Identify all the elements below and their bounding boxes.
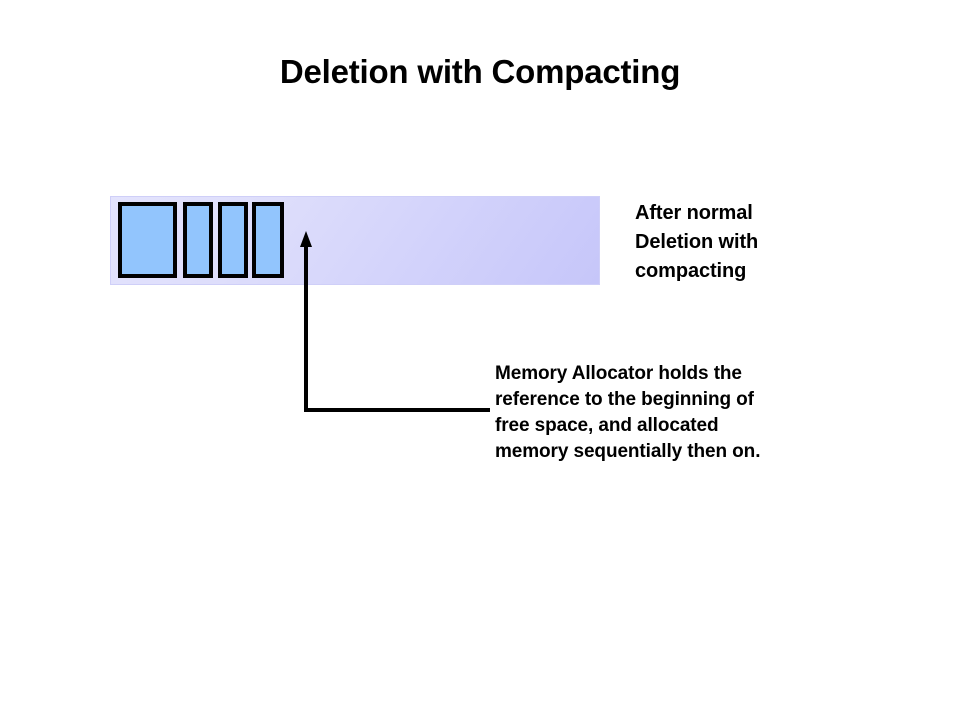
after-deletion-label: After normal Deletion with compacting: [635, 199, 935, 286]
after-deletion-label-line-3: compacting: [635, 260, 747, 282]
allocated-block-1: [118, 202, 177, 278]
after-deletion-label-line-1: After normal: [635, 202, 753, 224]
allocated-block-2: [183, 202, 213, 278]
allocator-caption-line-4: memory sequentially then on.: [495, 441, 761, 462]
free-space-pointer-arrow: [300, 231, 490, 412]
after-deletion-label-line-2: Deletion with: [635, 231, 759, 253]
page-title-normal: Deletion with: [279, 53, 492, 90]
page-title: Deletion with Compacting: [0, 52, 960, 92]
allocator-caption-line-3: free space, and allocated: [495, 415, 719, 436]
allocator-caption-line-2: reference to the beginning of: [495, 389, 754, 410]
allocator-caption-line-1: Memory Allocator holds the: [495, 363, 742, 384]
page-title-strong: Compacting: [491, 53, 681, 90]
allocated-block-4: [252, 202, 284, 278]
allocator-caption: Memory Allocator holds the reference to …: [495, 361, 835, 465]
allocated-block-3: [218, 202, 248, 278]
